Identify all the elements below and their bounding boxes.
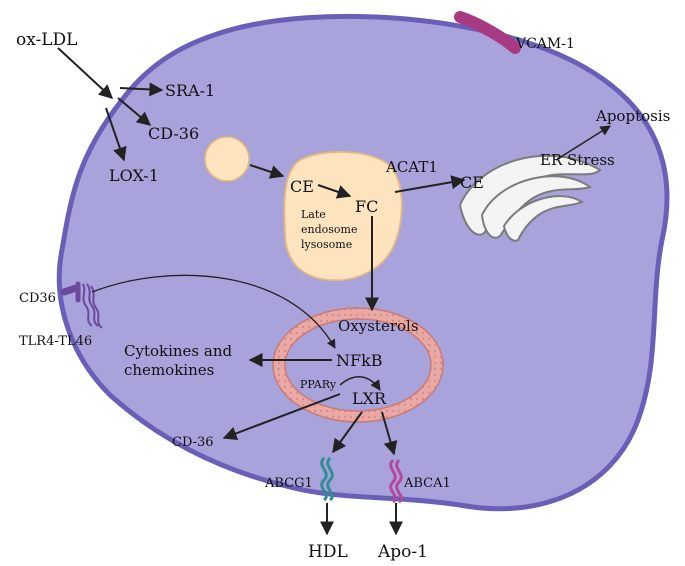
- label-endosome-1: Late: [301, 208, 326, 221]
- arrow-to-lox1: [105, 107, 127, 162]
- arrow-fc-to-ce: [394, 175, 466, 193]
- label-endosome-3: lysosome: [301, 238, 352, 251]
- arrow-to-cd36: [117, 97, 152, 126]
- abca1-transporter: [389, 458, 403, 504]
- arrow-vesicle-to-endosome: [249, 164, 285, 179]
- label-er-stress: ER Stress: [540, 151, 615, 169]
- vcam1-receptor: [454, 11, 521, 54]
- label-lox1: LOX-1: [109, 166, 159, 185]
- label-cd36-bottom: CD-36: [172, 435, 214, 450]
- label-cd36-membrane: CD36: [19, 291, 56, 306]
- nucleus: [272, 307, 444, 423]
- label-fc: FC: [355, 197, 378, 216]
- label-ce-left: CE: [290, 177, 314, 196]
- label-vcam1: VCAM-1: [515, 36, 575, 52]
- label-ce-right: CE: [460, 173, 484, 192]
- vesicle: [204, 136, 250, 182]
- label-tlr4: TLR4-TL46: [19, 334, 92, 349]
- arrow-lxr-to-abca1: [381, 411, 398, 456]
- label-ox-ldl: ox-LDL: [16, 30, 77, 50]
- label-lxr: LXR: [352, 389, 387, 408]
- label-abcg1: ABCG1: [264, 476, 313, 491]
- label-acat1: ACAT1: [385, 158, 438, 176]
- arrow-ce-to-fc: [317, 184, 352, 199]
- label-hdl: HDL: [308, 542, 348, 562]
- arrow-receptor-to-nfkb: [91, 274, 336, 349]
- cd36-tlr4-receptor: [60, 281, 103, 329]
- endoplasmic-reticulum: [458, 154, 602, 242]
- label-abca1: ABCA1: [403, 476, 451, 491]
- arrow-to-cd36-bottom: [222, 393, 341, 441]
- label-oxysterols: Oxysterols: [338, 317, 419, 335]
- label-ppar: PPARy: [300, 378, 337, 391]
- arrows: [57, 47, 611, 536]
- arrow-ppar-to-lxr: [339, 376, 381, 391]
- label-nfkb: NFkB: [336, 351, 383, 370]
- label-endosome-2: endosome: [301, 223, 357, 236]
- arrow-oxldl-branch: [57, 47, 114, 99]
- label-cytokines-2: chemokines: [124, 361, 214, 379]
- label-cd36-top: CD-36: [148, 124, 199, 143]
- label-cytokines-1: Cytokines and: [124, 342, 233, 360]
- label-sra1: SRA-1: [165, 81, 215, 100]
- abcg1-transporter: [320, 456, 334, 502]
- label-apo1: Apo-1: [377, 542, 428, 562]
- arrow-lxr-to-abcg1: [332, 411, 363, 454]
- arrow-to-sra1: [119, 82, 164, 97]
- label-apoptosis: Apoptosis: [595, 107, 670, 125]
- arrow-er-to-apoptosis: [555, 125, 611, 161]
